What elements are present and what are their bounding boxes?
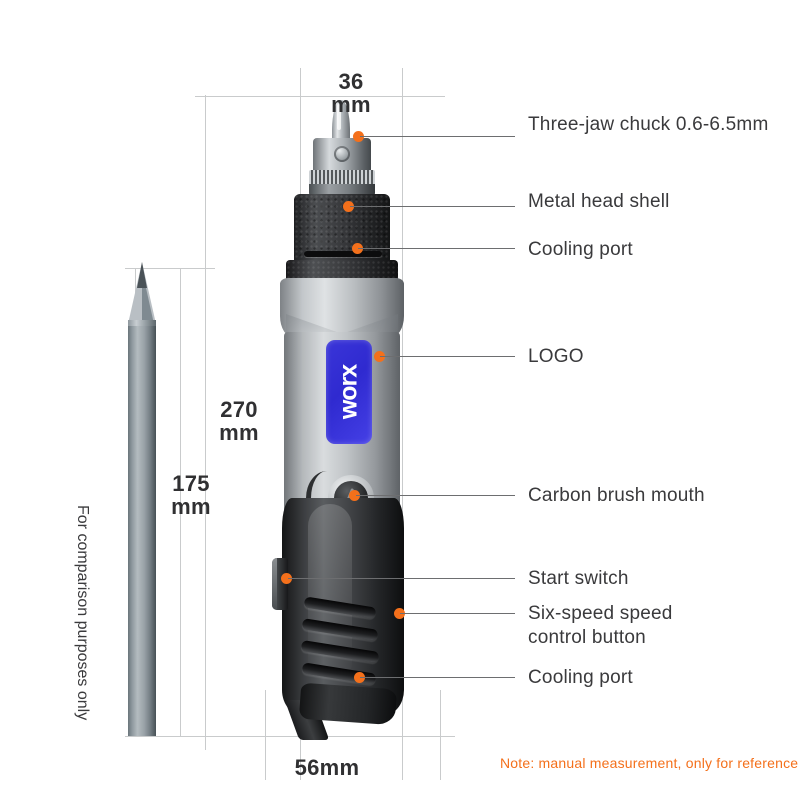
callout-label-speed-control: Six-speed speed control button xyxy=(528,603,673,648)
guide-line-vertical xyxy=(265,690,266,780)
dimension-length-pencil: 175 mm xyxy=(171,471,211,519)
callout-dot-cooling-port-top xyxy=(352,243,363,254)
guide-line-vertical xyxy=(180,268,181,736)
callout-label-carbon-brush-mouth: Carbon brush mouth xyxy=(528,485,705,506)
callout-label-cooling-port-bottom: Cooling port xyxy=(528,667,633,688)
callout-leader-speed-control xyxy=(400,613,515,614)
housing-tail xyxy=(298,682,398,726)
callout-dot-metal-head-shell xyxy=(343,201,354,212)
rotary-tool: worx xyxy=(256,100,446,740)
guide-line-vertical xyxy=(402,68,403,780)
body-shoulder xyxy=(280,278,404,338)
callout-label-logo: LOGO xyxy=(528,346,584,367)
pencil-lead xyxy=(137,262,147,288)
callout-leader-cooling-port-top xyxy=(358,248,515,249)
callout-label-three-jaw-chuck: Three-jaw chuck 0.6-6.5mm xyxy=(528,114,769,135)
cooling-vent-slat xyxy=(301,662,377,685)
dimension-width-bottom: 56mm xyxy=(294,755,360,780)
callout-dot-speed-control xyxy=(394,608,405,619)
cooling-vent-slat xyxy=(301,618,379,641)
guide-line-vertical xyxy=(205,95,206,750)
start-switch-highlight xyxy=(272,558,277,610)
callout-leader-start-switch xyxy=(288,578,515,579)
pencil-comparison-note: For comparison purposes only xyxy=(74,505,91,721)
comparison-pencil xyxy=(128,262,156,736)
guide-line-horizontal xyxy=(125,736,455,737)
callout-label-metal-head-shell: Metal head shell xyxy=(528,191,670,212)
guide-line-horizontal xyxy=(195,96,445,97)
callout-dot-start-switch xyxy=(281,573,292,584)
callout-label-start-switch: Start switch xyxy=(528,568,629,589)
callout-dot-logo xyxy=(374,351,385,362)
cooling-port-slot-top xyxy=(304,251,382,257)
dimension-width-top: 36 mm xyxy=(331,69,371,117)
callout-leader-carbon-brush-mouth xyxy=(356,495,515,496)
pencil-body xyxy=(128,326,156,736)
chuck-key-hole xyxy=(334,146,350,162)
chuck-nose xyxy=(332,100,350,144)
dimension-length-total: 270 mm xyxy=(219,397,259,445)
chuck-base xyxy=(309,184,375,196)
callout-leader-three-jaw-chuck xyxy=(360,136,515,137)
guide-line-vertical xyxy=(440,690,441,780)
callout-label-cooling-port-top: Cooling port xyxy=(528,239,633,260)
cooling-vent-slat xyxy=(303,596,377,619)
callout-dot-cooling-port-bottom xyxy=(354,672,365,683)
cooling-vent-slat xyxy=(300,639,380,664)
callout-leader-cooling-port-bottom xyxy=(360,677,515,678)
chuck-knurled-ring xyxy=(309,170,375,186)
callout-dot-three-jaw-chuck xyxy=(353,131,364,142)
measurement-disclaimer: Note: manual measurement, only for refer… xyxy=(500,755,799,771)
pencil-collar xyxy=(128,320,156,328)
callout-dot-carbon-brush-mouth xyxy=(349,490,360,501)
logo-badge: worx xyxy=(326,340,372,444)
brand-logo-text: worx xyxy=(334,364,363,420)
callout-leader-metal-head-shell xyxy=(350,206,515,207)
guide-line-horizontal xyxy=(125,268,215,269)
callout-leader-logo xyxy=(380,356,515,357)
